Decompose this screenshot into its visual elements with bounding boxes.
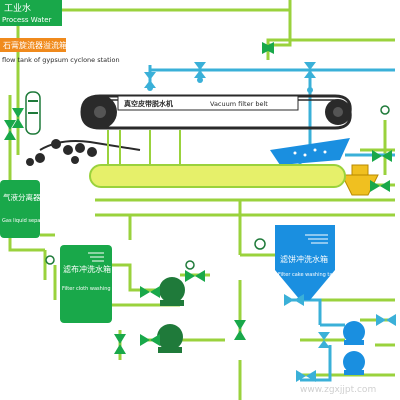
valve-icon — [185, 270, 205, 282]
valve-icon — [140, 334, 160, 346]
overflow-tank-label-cn: 石膏旋流器溢流箱 — [3, 40, 67, 50]
valve-icon — [262, 42, 274, 54]
valve-icon — [376, 314, 396, 326]
left-column-device — [25, 91, 41, 135]
valve-icon — [296, 370, 316, 382]
cake-tank-label-en: Filter cake washing tank — [278, 272, 339, 278]
vacuum-belt-label-cn: 真空皮带脱水机 — [124, 99, 173, 108]
cloth-tank-label-en: Filter cloth washing tank — [62, 286, 123, 292]
valve-icon — [318, 332, 330, 348]
pump-icon — [343, 351, 365, 375]
filter-cloth-washing-tank — [60, 245, 112, 323]
valve-icon — [140, 286, 160, 298]
pressure-gauge-icon — [45, 105, 390, 270]
process-water-label-en: Process Water — [2, 16, 52, 24]
watermark: www.zgxjjpt.com — [300, 385, 376, 395]
text-layer: 工业水 Process Water 石膏旋流器溢流箱 flow tank of … — [2, 2, 376, 395]
valve-icon — [12, 108, 24, 128]
filter-cake-washing-tank — [275, 225, 335, 300]
pump-icon — [157, 324, 183, 353]
valve-icon — [370, 180, 390, 192]
valve-icon — [372, 150, 392, 162]
pump-icon — [343, 321, 365, 345]
filtrate-trough — [89, 164, 346, 188]
valve-icon — [284, 294, 304, 306]
valve-icon — [304, 62, 316, 78]
discharge-chute — [270, 138, 350, 165]
gas-separator-label-cn: 气液分离器 — [3, 192, 41, 202]
vacuum-belt-label-en: Vacuum filter belt — [210, 100, 268, 108]
overflow-tank-label-box — [0, 38, 66, 52]
hopper-icon — [341, 164, 379, 196]
valve-icon — [4, 120, 16, 140]
valve-icon — [194, 62, 206, 78]
cloth-tank-label-cn: 滤布冲洗水箱 — [63, 264, 111, 274]
gas-liquid-separator — [0, 180, 40, 238]
gas-separator-label-en: Gas liquid separator — [2, 218, 53, 224]
valve-icon — [144, 72, 156, 88]
process-water-label-cn: 工业水 — [4, 2, 31, 14]
cake-tank-label-cn: 滤饼冲洗水箱 — [280, 254, 328, 264]
overflow-tank-label-en: flow tank of gypsum cyclone station — [2, 56, 120, 64]
pump-icon — [159, 277, 185, 306]
vacuum-belt-filter — [26, 77, 352, 166]
process-water-label-box — [0, 0, 62, 26]
valve-icon — [114, 334, 126, 354]
valve-icon — [234, 320, 246, 340]
